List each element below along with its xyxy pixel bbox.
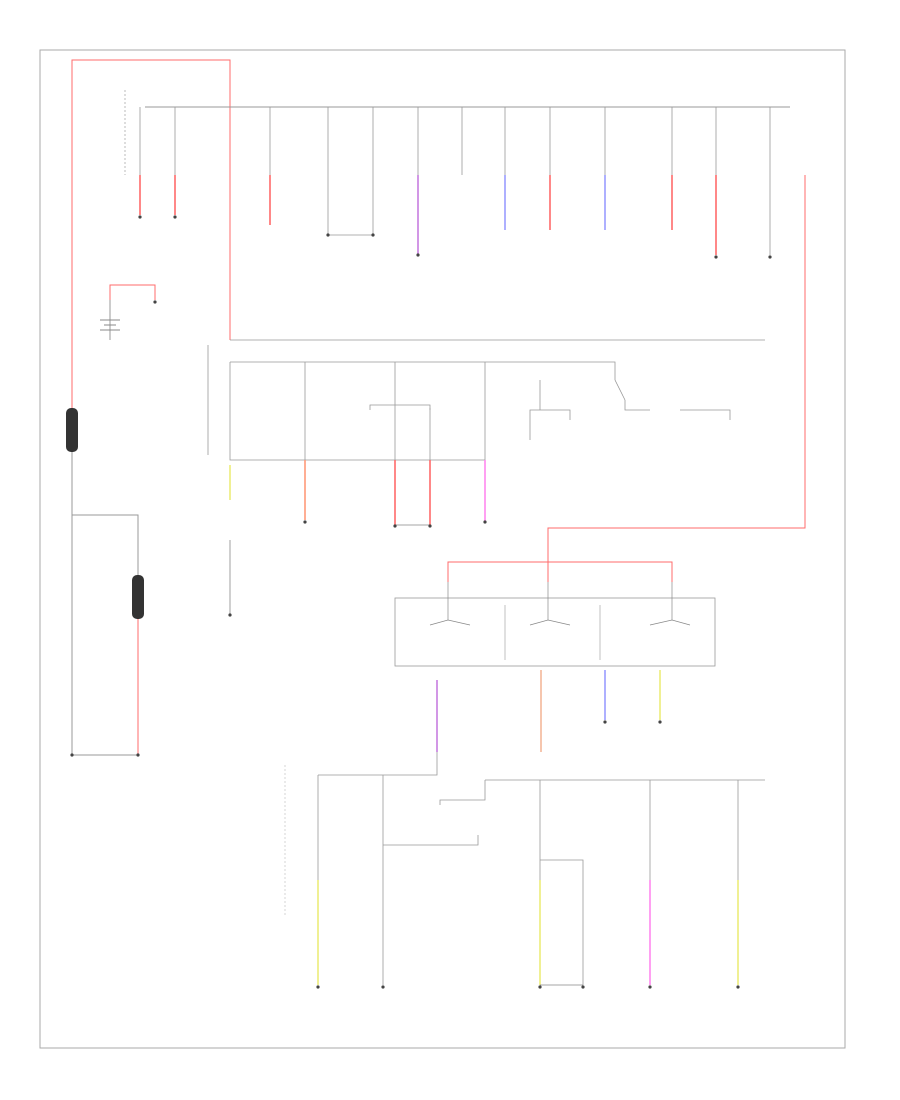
fusible-link-branch [72, 514, 139, 575]
battery-to-fusible-link [71, 450, 138, 756]
ignition-switch-contacts [429, 582, 691, 626]
diagram-border [39, 49, 846, 1049]
battery-main-red-wire [71, 59, 231, 410]
bottom-fuse-bus [284, 752, 765, 915]
ignition-switch-box [394, 597, 716, 667]
ignition-feed-red-wire [547, 175, 806, 582]
middle-ground-links [229, 524, 430, 615]
battery-branch-red-wire [109, 284, 156, 300]
top-fuse-drops [139, 107, 771, 236]
middle-load-wires [229, 460, 486, 525]
top-fuse-bus [124, 90, 790, 175]
battery-feed-wiring [71, 59, 806, 756]
top-load-wires [139, 175, 771, 255]
fusible-link-a [66, 408, 78, 452]
ignition-switch-red-bus [447, 561, 673, 582]
connector-dots [70, 215, 772, 989]
fusible-link-b [132, 575, 144, 619]
middle-fuse-bus [207, 339, 765, 461]
bottom-load-wires [317, 880, 739, 985]
battery-symbol [100, 319, 120, 331]
ignition-output-wires [436, 670, 661, 752]
